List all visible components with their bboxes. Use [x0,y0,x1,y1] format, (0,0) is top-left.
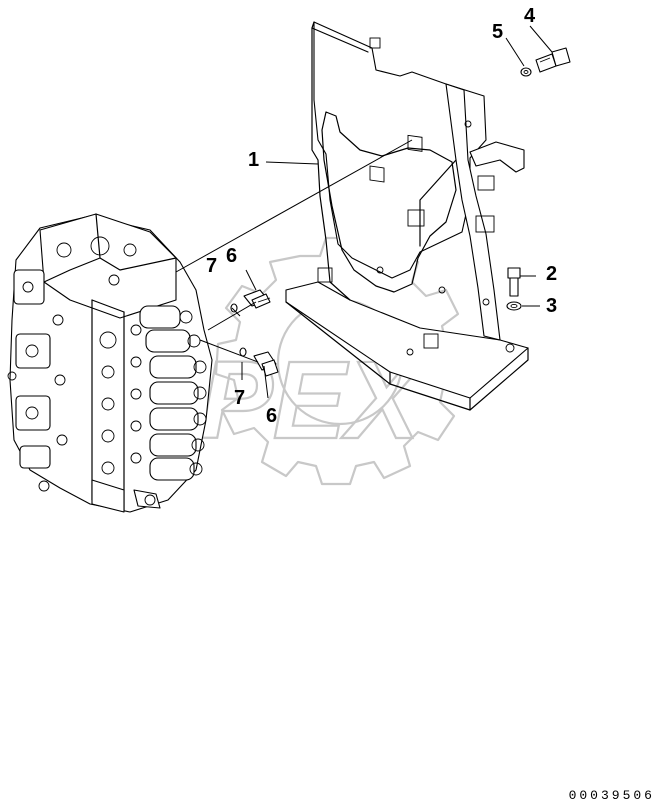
callout-7-lower: 7 [234,387,245,409]
control-valve-assembly [7,213,213,513]
callout-6-upper: 6 [226,245,237,267]
washer-part-5 [520,67,532,77]
bolt-part-2 [507,267,521,297]
valve-left-covers [7,269,68,492]
valve-spool-caps [139,305,207,481]
bracket-part-1 [285,21,529,411]
callout-3: 3 [546,295,557,317]
oring-part-7-lower [239,347,247,357]
leader-lines [175,25,553,399]
oring-part-7-upper [230,303,238,313]
callout-7-upper: 7 [206,255,217,277]
callout-5: 5 [492,21,503,43]
washer-part-3 [506,301,522,311]
callout-4: 4 [524,5,536,27]
valve-ports [99,324,142,475]
callout-6-lower: 6 [266,405,277,427]
callout-2: 2 [546,263,557,285]
bolt-part-4 [535,47,571,73]
document-number: 00039506 [568,788,655,803]
switch-part-6-lower [253,351,279,377]
switch-part-6-upper [243,289,271,309]
callout-1: 1 [248,149,259,171]
